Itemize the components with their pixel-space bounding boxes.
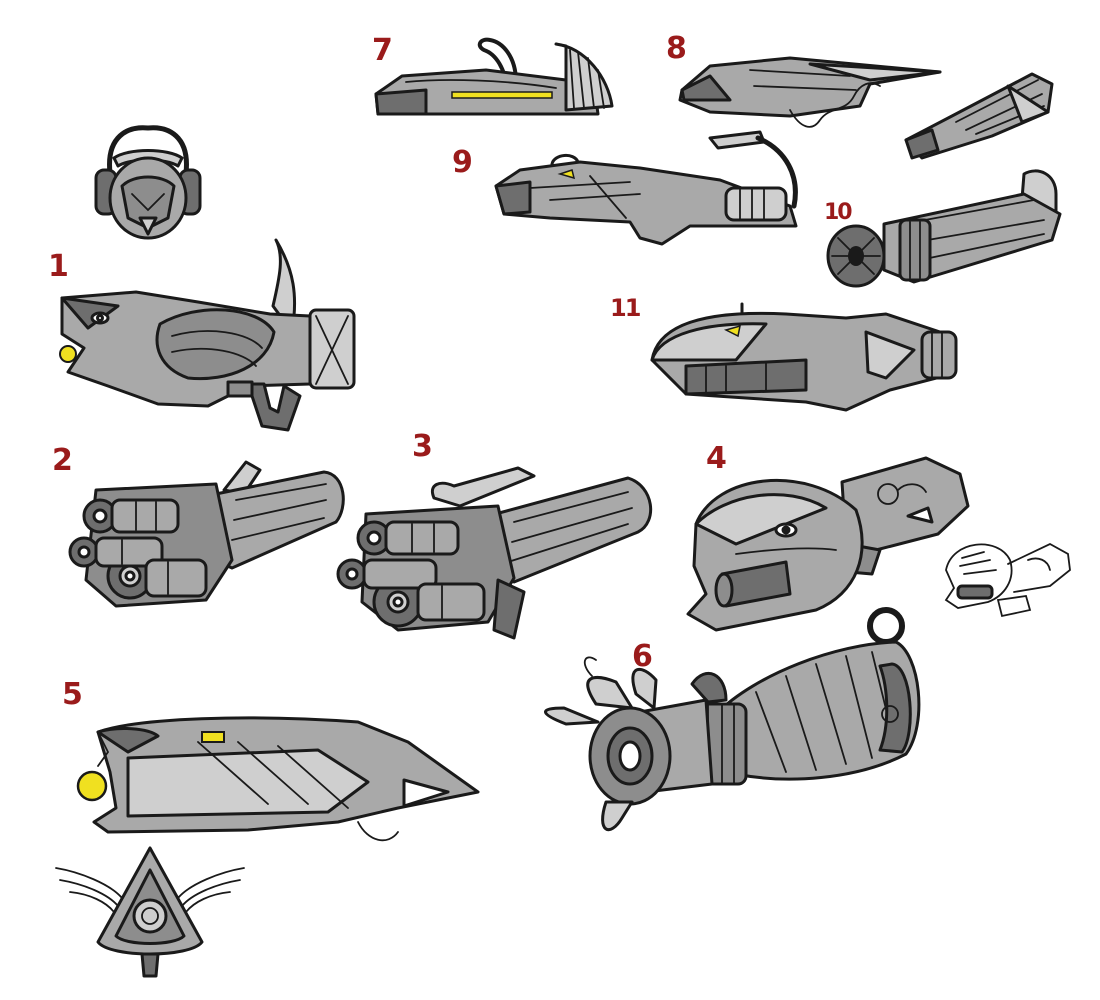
sketch-number-11: 11 bbox=[610, 294, 641, 322]
sketch-number-10: 10 bbox=[824, 200, 853, 225]
sketch-number-2: 2 bbox=[52, 443, 73, 478]
weapon-5-side-view-sketch bbox=[76, 716, 480, 842]
sketch-number-9: 9 bbox=[452, 145, 473, 180]
sketch-number-7: 7 bbox=[372, 33, 393, 68]
weapon-9-sketch bbox=[494, 130, 798, 246]
sketch-number-3: 3 bbox=[412, 429, 433, 464]
weapon-2-multibarrel-sketch bbox=[68, 460, 345, 608]
weapon-1-front-view-sketch bbox=[94, 125, 202, 240]
sketch-number-6: 6 bbox=[632, 639, 653, 674]
weapon-7-sketch bbox=[374, 37, 614, 116]
weapon-5-front-view-sketch bbox=[55, 846, 245, 978]
weapon-10-sketch bbox=[826, 169, 1062, 288]
weapon-11-sketch bbox=[650, 302, 958, 412]
weapon-4-bird-head-sketch bbox=[686, 456, 970, 632]
sketch-number-5: 5 bbox=[62, 677, 83, 712]
weapon-6-claw-arm-sketch bbox=[544, 607, 921, 831]
weapon-8-alternate-sketch bbox=[904, 72, 1054, 160]
weapon-8-sketch bbox=[678, 56, 942, 128]
weapon-1-side-view-sketch bbox=[59, 238, 356, 432]
weapon-4-small-lineart-sketch bbox=[944, 542, 1071, 618]
sketch-number-1: 1 bbox=[48, 249, 69, 284]
sketch-number-8: 8 bbox=[666, 31, 687, 66]
weapon-3-multibarrel-sketch bbox=[336, 466, 653, 640]
sketch-number-4: 4 bbox=[706, 441, 727, 476]
